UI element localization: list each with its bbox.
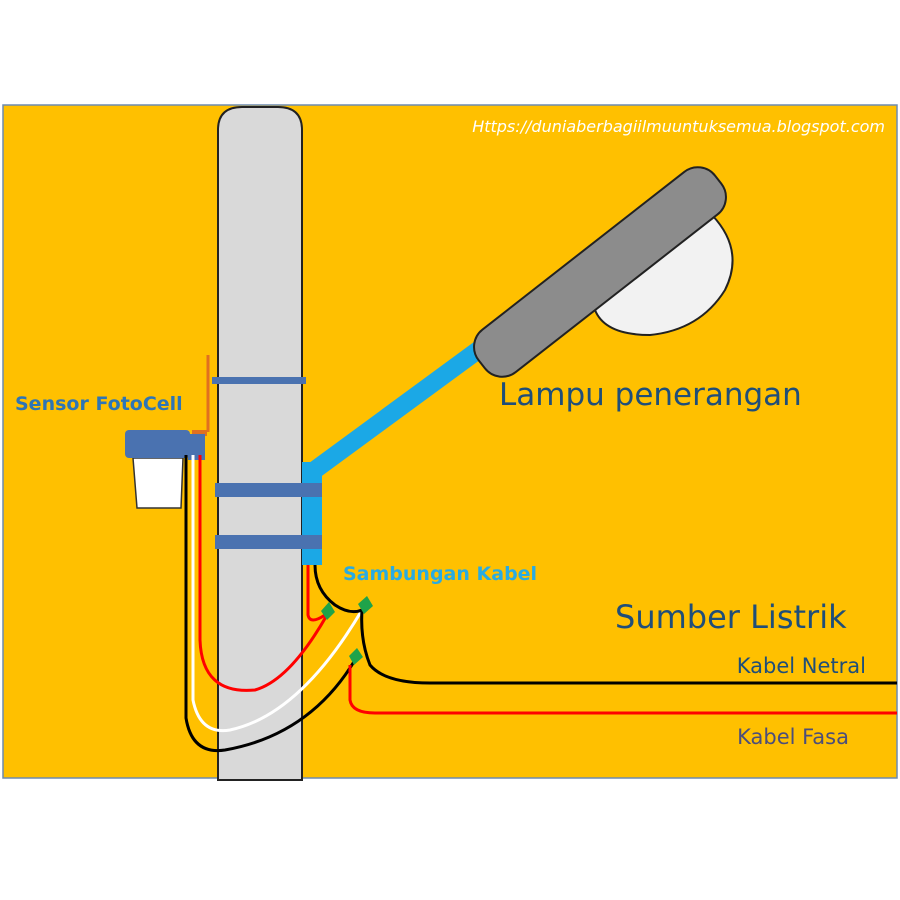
wire-phase	[348, 665, 897, 715]
pole-clamp-top	[212, 377, 306, 384]
label-junction: Sambungan Kabel	[343, 563, 537, 585]
wire-white-sensor	[191, 455, 364, 733]
electric-pole	[217, 106, 303, 781]
wire-black-sensor	[184, 455, 357, 753]
label-lamp: Lampu penerangan	[499, 377, 802, 413]
connector	[358, 596, 373, 614]
sensor-body	[132, 457, 184, 509]
lamp-arm	[306, 337, 491, 480]
label-phase: Kabel Fasa	[737, 725, 849, 749]
pole-clamp-middle	[215, 483, 322, 497]
wire-connectors	[321, 596, 373, 665]
pole-clamp-bottom	[215, 535, 322, 549]
photocell-sensor	[125, 355, 210, 509]
sensor-cap	[125, 430, 190, 458]
lamp-housing	[473, 166, 727, 378]
label-power-source: Sumber Listrik	[615, 598, 847, 636]
lamp-lens	[593, 213, 734, 337]
connector	[321, 602, 335, 620]
wire-red-sensor	[198, 455, 329, 692]
street-lamp	[473, 166, 734, 378]
label-sensor: Sensor FotoCell	[15, 393, 183, 415]
connector	[349, 648, 363, 665]
source-url: Https://duniaberbagiilmuuntuksemua.blogs…	[472, 117, 885, 136]
lamp-arm-vertical	[302, 462, 322, 565]
wire-red-lamp	[306, 565, 326, 622]
label-neutral: Kabel Netral	[737, 654, 866, 678]
